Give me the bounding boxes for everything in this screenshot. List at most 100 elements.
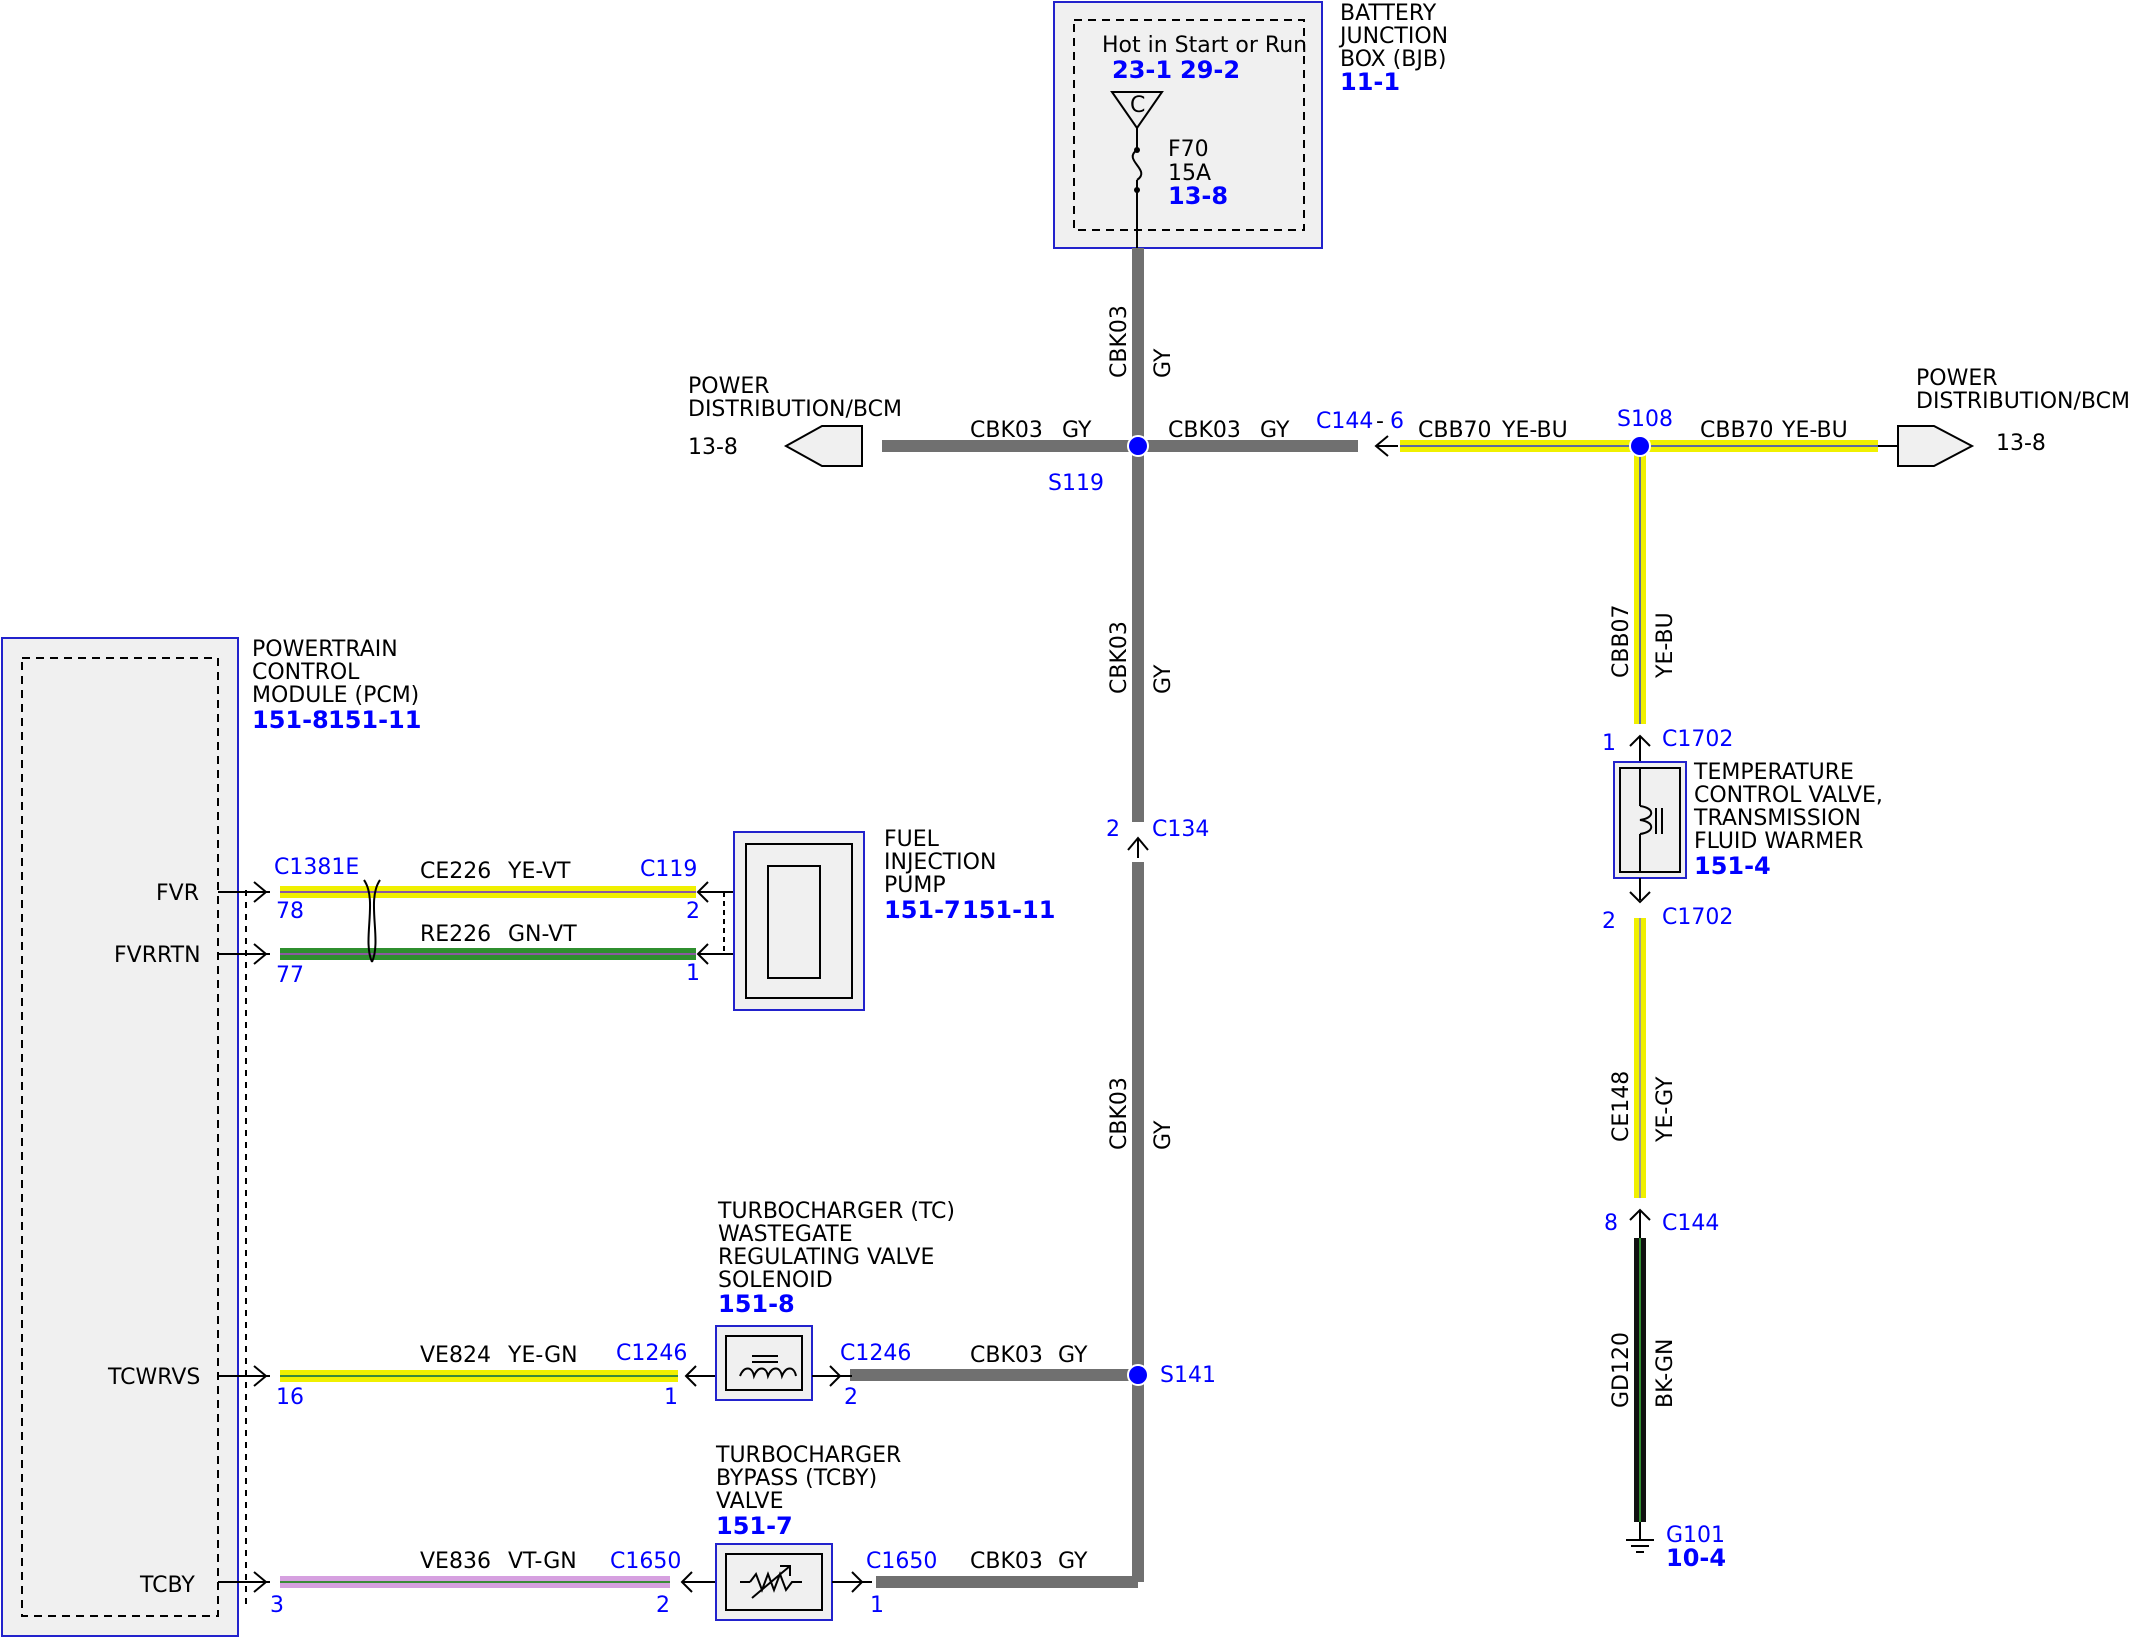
c1650-right-pin: 1 <box>870 1593 884 1618</box>
gd120-color: BK-GN <box>1653 1339 1678 1408</box>
splice-s108: S108 <box>1617 407 1673 457</box>
trunk-top-circuit: CBK03 <box>1107 305 1132 378</box>
pcm-ref-2: 151-11 <box>328 706 421 734</box>
pcm-pin-fvr: FVR <box>156 881 199 906</box>
temperature-control-valve: TEMPERATURE CONTROL VALVE, TRANSMISSION … <box>1613 760 1883 880</box>
heater-symbol <box>1639 805 1653 835</box>
tcby-wire: 3 VE836 VT-GN C1650 2 <box>270 1549 681 1618</box>
c119-pin-2: 2 <box>686 899 700 924</box>
c144-top-label: C144 <box>1316 409 1373 434</box>
c1650-left-label: C1650 <box>610 1549 681 1574</box>
c1381e-label: C1381E <box>274 855 359 880</box>
powertrain-control-module: POWERTRAIN CONTROL MODULE (PCM) 151-8 15… <box>1 637 421 1637</box>
bjb-connector-c-symbol <box>1110 91 1164 130</box>
right-pd-line2: DISTRIBUTION/BCM <box>1916 389 2130 414</box>
ve836-color: VT-GN <box>508 1549 577 1574</box>
tcby-line2: BYPASS (TCBY) <box>716 1466 877 1491</box>
ce226-color: YE-VT <box>507 859 571 884</box>
bjb-title-3: BOX (BJB) <box>1340 47 1447 72</box>
left-pd-line2: DISTRIBUTION/BCM <box>688 397 902 422</box>
c144-top-dash: - <box>1376 409 1384 434</box>
trunk-low-circuit: CBK03 <box>1107 1077 1132 1150</box>
right-gray-segment: CBK03 GY <box>1138 418 1358 452</box>
pcm-pin-fvrrtn: FVRRTN <box>114 943 201 968</box>
fip-ref-2: 151-11 <box>962 896 1055 924</box>
ve824-circuit: VE824 <box>420 1343 491 1368</box>
left-pd-line1: POWER <box>688 374 770 399</box>
cbb07-circuit: CBB07 <box>1609 604 1634 678</box>
bjb-connector-letter: C <box>1130 93 1145 118</box>
cbb70-right-color: YE-BU <box>1781 418 1848 443</box>
fip-line1: FUEL <box>884 827 940 852</box>
fuse-rating: 15A <box>1168 161 1211 186</box>
tcby-gray-color: GY <box>1058 1549 1088 1574</box>
ce148-wire: CE148 YE-GY <box>1609 918 1678 1198</box>
re226-color: GN-VT <box>508 922 577 947</box>
ve824-color: YE-GN <box>507 1343 578 1368</box>
left-offpage-arrow <box>783 425 863 467</box>
s108-label: S108 <box>1617 407 1673 432</box>
battery-junction-box: Hot in Start or Run 23-1 29-2 C F70 15A … <box>1053 1 1448 249</box>
fuse-ref: 13-8 <box>1168 182 1228 210</box>
c144-bottom-label: C144 <box>1662 1211 1719 1236</box>
gd120-circuit: GD120 <box>1609 1332 1634 1408</box>
tcv-line3: TRANSMISSION <box>1693 806 1861 831</box>
trunk-mid-circuit: CBK03 <box>1107 621 1132 694</box>
s119-label: S119 <box>1048 471 1104 496</box>
ve836-circuit: VE836 <box>420 1549 491 1574</box>
fvrrtn-wire: 77 RE226 GN-VT 1 <box>276 922 700 988</box>
connector-c134: 2 C134 <box>1106 817 1209 858</box>
cbb70-left-color: YE-BU <box>1501 418 1568 443</box>
c119-label: C119 <box>640 857 697 882</box>
tcby-gray-circuit: CBK03 <box>970 1549 1043 1574</box>
cbb70-left-circuit: CBB70 <box>1418 418 1492 443</box>
left-power-distribution: POWER DISTRIBUTION/BCM 13-8 CBK03 GY <box>688 374 1138 467</box>
pcm-line2: CONTROL <box>252 660 360 685</box>
tcw-line2: WASTEGATE <box>718 1222 853 1247</box>
cbb70-wire: CBB70 YE-BU CBB70 YE-BU POWER DISTRIBUTI… <box>1400 366 2130 467</box>
right-gray-circuit: CBK03 <box>1168 418 1241 443</box>
tcw-line4: SOLENOID <box>718 1268 833 1293</box>
tcv-line4: FLUID WARMER <box>1694 829 1863 854</box>
right-pd-ref: 13-8 <box>1996 431 2046 456</box>
tc-wastegate-solenoid: TURBOCHARGER (TC) WASTEGATE REGULATING V… <box>684 1199 1088 1410</box>
fuse-name: F70 <box>1168 137 1209 162</box>
tcw-line1: TURBOCHARGER (TC) <box>717 1199 955 1224</box>
gd120-wire: GD120 BK-GN <box>1609 1238 1678 1522</box>
connector-c1702-top: 1 C1702 <box>1602 727 1733 768</box>
cbb07-color: YE-BU <box>1653 612 1678 679</box>
tcv-line2: CONTROL VALVE, <box>1694 783 1883 808</box>
c1381e-pin-77: 77 <box>276 963 304 988</box>
connector-c1702-bottom: 2 C1702 <box>1602 878 1733 934</box>
c1246-right-pin: 2 <box>844 1385 858 1410</box>
fip-line3: PUMP <box>884 873 946 898</box>
solenoid-coil-symbol <box>739 1367 797 1380</box>
splice-s141: S141 <box>1127 1363 1216 1388</box>
c1702-top-pin: 1 <box>1602 731 1616 756</box>
fip-line2: INJECTION <box>884 850 996 875</box>
trunk-mid-color: GY <box>1151 664 1176 694</box>
ce148-color: YE-GY <box>1653 1076 1678 1143</box>
c144-bottom-pin: 8 <box>1604 1211 1618 1236</box>
ground-g101: G101 10-4 <box>1626 1522 1726 1572</box>
fuse-f70-symbol <box>1131 149 1143 181</box>
tcby-line1: TURBOCHARGER <box>715 1443 901 1468</box>
cbb07-wire: CBB07 YE-BU <box>1609 446 1678 724</box>
tcby-line3: VALVE <box>716 1489 783 1514</box>
right-gray-color: GY <box>1260 418 1290 443</box>
c1246-left-pin: 1 <box>664 1385 678 1410</box>
tcv-line1: TEMPERATURE <box>1693 760 1854 785</box>
bjb-hot-text: Hot in Start or Run <box>1102 33 1307 58</box>
pcm-pin-tcwrvs: TCWRVS <box>107 1365 200 1390</box>
trunk-low-color: GY <box>1151 1120 1176 1150</box>
pcm-line1: POWERTRAIN <box>252 637 398 662</box>
pcm-pin-tcby: TCBY <box>139 1573 195 1598</box>
tcw-gray-circuit: CBK03 <box>970 1343 1043 1368</box>
connector-c144-top: C144 - 6 <box>1316 409 1404 457</box>
c1702-bottom-label: C1702 <box>1662 905 1733 930</box>
c1702-top-label: C1702 <box>1662 727 1733 752</box>
tcwrvs-wire: 16 VE824 YE-GN C1246 1 <box>276 1341 687 1410</box>
c134-label: C134 <box>1152 817 1209 842</box>
c1650-left-pin: 2 <box>656 1593 670 1618</box>
cbk03-trunk: CBK03 GY CBK03 GY CBK03 GY <box>850 248 1176 1588</box>
